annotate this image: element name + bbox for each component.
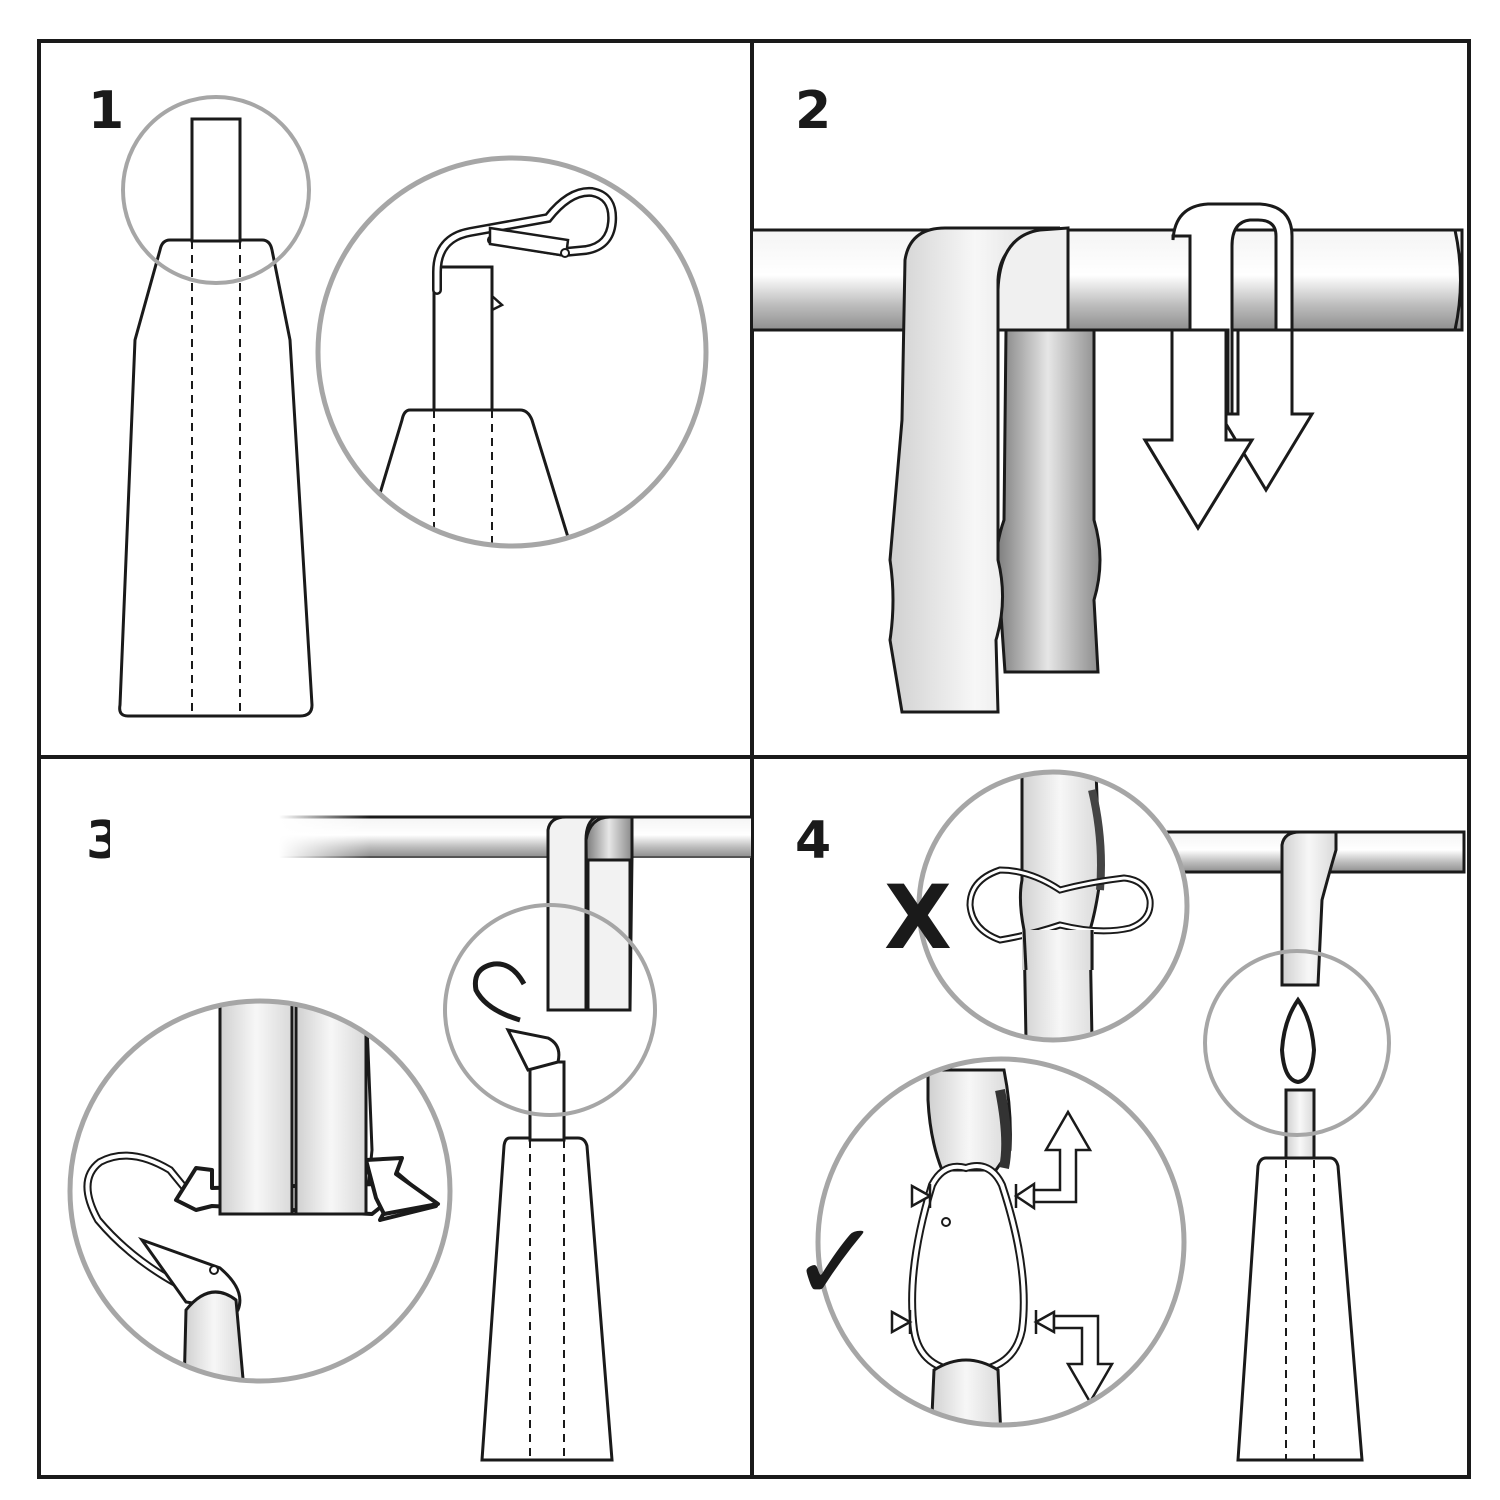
panel-2: 2 — [753, 81, 1464, 714]
carabiner-small — [1279, 996, 1317, 1085]
magnifier-wrong-way — [916, 769, 1190, 1043]
s-hook-small — [472, 961, 527, 1023]
strap-zoom — [432, 265, 494, 412]
strap-4 — [1280, 830, 1338, 987]
wrong-mark: X — [884, 866, 952, 969]
pull-up-bar — [753, 228, 1464, 332]
step-number-1: 1 — [88, 81, 124, 141]
bag-strap — [190, 117, 242, 243]
magnifier-hooking-detail — [67, 998, 453, 1384]
panel-4: 4 X — [790, 769, 1466, 1462]
gate-rivet — [560, 248, 570, 258]
punching-bag-4 — [1236, 1156, 1364, 1462]
focus-circle-3 — [443, 903, 657, 1117]
magnifier-correct-way — [815, 1056, 1187, 1428]
correct-mark: ✓ — [790, 1198, 882, 1326]
magnifier-hook-detail — [315, 155, 709, 549]
focus-circle — [121, 95, 311, 285]
strap-over-bar — [996, 226, 1070, 332]
strap-under-hook — [182, 1290, 246, 1381]
panel-1: 1 — [88, 81, 709, 718]
arrow-down-indicator — [1052, 1314, 1115, 1405]
panel-3: 3 — [67, 811, 751, 1462]
step-number-4: 4 — [795, 811, 831, 871]
focus-circle-4 — [1203, 949, 1391, 1137]
moving-loop — [1171, 202, 1294, 422]
strap-front-leg — [888, 226, 1061, 714]
hook-tip — [491, 295, 505, 312]
step-number-2: 2 — [795, 81, 831, 141]
arrow-up-indicator — [1032, 1109, 1093, 1204]
strap-back-leg — [994, 328, 1102, 674]
punching-bag — [118, 238, 314, 718]
punching-bag-3 — [480, 1136, 614, 1462]
